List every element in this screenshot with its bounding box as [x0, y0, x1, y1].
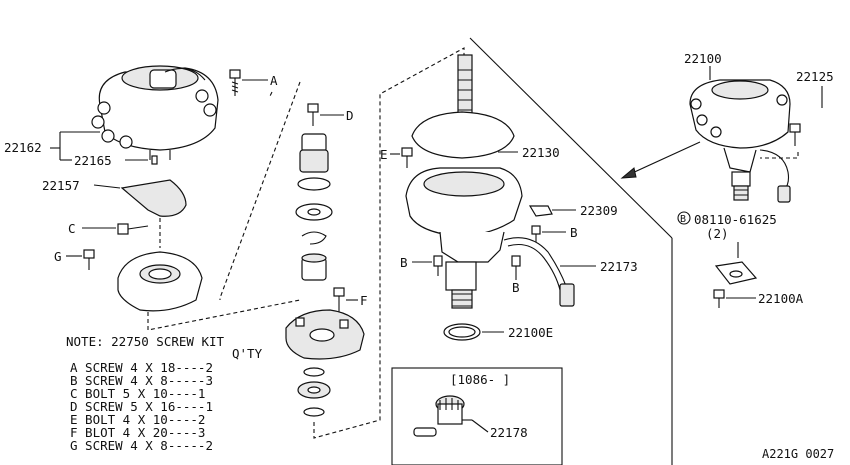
letter-g: G: [54, 249, 62, 264]
note-row-c: C BOLT 5 X 10----1: [70, 386, 205, 401]
inset-label: [1086- ]: [450, 372, 510, 387]
letter-a: A: [270, 73, 278, 88]
screw-a-part: [229, 69, 241, 96]
guide-dashed-left-2: [147, 299, 301, 331]
guide-dashed-left-1: [219, 81, 301, 300]
gasket-plate-part: [714, 261, 758, 285]
note-qty-header: Q'TY: [232, 346, 263, 361]
screw-g-part: [83, 249, 95, 270]
callout-22100e: 22100E: [508, 325, 553, 340]
distributor-cap: [91, 65, 219, 160]
note-row-b: B SCREW 4 X 8-----3: [70, 373, 213, 388]
letter-e: E: [380, 147, 388, 162]
note-row-a: A SCREW 4 X 18----2: [70, 360, 213, 375]
inset-box: [391, 367, 563, 465]
callout-22100a: 22100A: [758, 291, 804, 306]
bolt-spec-qty: (2): [706, 226, 729, 241]
screw-f-part: [333, 287, 345, 312]
callout-22178: 22178: [490, 425, 528, 440]
screw-d-part: [307, 103, 319, 126]
callout-22130: 22130: [522, 145, 560, 160]
letter-b-lower: B: [512, 280, 520, 295]
note-row-f: F BLOT 4 X 20----3: [70, 425, 205, 440]
callout-22165: 22165: [74, 153, 112, 168]
washer-stack-part: [295, 177, 333, 281]
letter-f: F: [360, 293, 368, 308]
bolt-c-part: [117, 223, 149, 235]
carbon-point-part: [151, 155, 158, 165]
section-divider-diagonal: [469, 37, 673, 239]
leader-22157: [93, 184, 121, 189]
bracket-22309-part: [528, 205, 553, 217]
screw-b-right-part: [511, 255, 521, 280]
bolt-22100a-part: [713, 289, 725, 308]
cap-seal-part: [117, 251, 203, 312]
letter-d: D: [346, 108, 354, 123]
callout-22173: 22173: [600, 259, 638, 274]
screw-b-left-part: [433, 255, 443, 276]
rotor-part: [120, 179, 187, 217]
screw-22125-part: [789, 123, 801, 146]
callout-22100: 22100: [684, 51, 722, 66]
shaft-bushing-part: [299, 133, 329, 173]
callout-22157: 22157: [42, 178, 80, 193]
letter-b-upper: B: [570, 225, 578, 240]
guide-dashed-middle: [313, 47, 465, 439]
letter-c: C: [68, 221, 76, 236]
o-ring-22100e-part: [443, 323, 481, 341]
assembled-distributor-part: [689, 79, 791, 203]
bolt-spec-number: 08110-61625: [694, 212, 777, 227]
signal-plate-22130-part: [411, 111, 515, 159]
harness-22173-part: [503, 237, 575, 307]
bolt-spec-circle: [677, 211, 691, 225]
letter-b-left: B: [400, 255, 408, 270]
bearing-part: [297, 367, 331, 417]
note-row-d: D SCREW 5 X 16----1: [70, 399, 213, 414]
diagram-code: A221G 0027: [762, 447, 834, 461]
note-row-e: E BOLT 4 X 10----2: [70, 412, 205, 427]
note-row-g: G SCREW 4 X 8-----2: [70, 438, 213, 453]
pickup-assembly-part: [285, 309, 365, 360]
bolt-e-part: [401, 147, 413, 168]
screw-b-upper-part: [531, 225, 541, 242]
distributor-housing-part: [405, 167, 523, 309]
callout-22162: 22162: [4, 140, 42, 155]
gear-22178-part: [413, 395, 465, 437]
bolt-spec-letter: B: [680, 214, 686, 225]
direction-arrow: [620, 141, 701, 179]
note-title: NOTE: 22750 SCREW KIT: [66, 334, 225, 349]
callout-22125: 22125: [796, 69, 834, 84]
callout-22309: 22309: [580, 203, 618, 218]
